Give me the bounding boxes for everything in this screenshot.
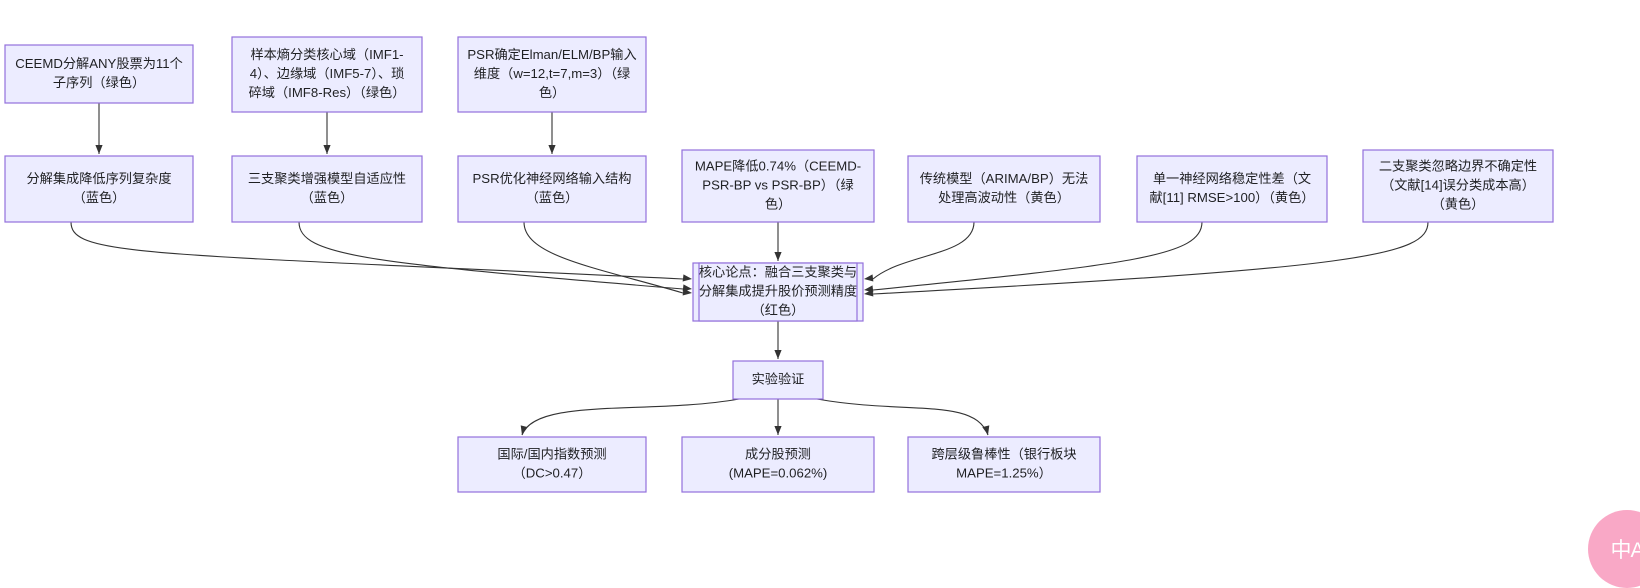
flow-node-n13[interactable]: 国际/国内指数预测 （DC>0.47） — [457, 436, 647, 493]
flow-node-n12[interactable]: 实验验证 — [732, 360, 824, 400]
watermark-label: 中A — [1610, 539, 1640, 562]
node-label: 传统模型（ARIMA/BP）无法 — [920, 171, 1089, 186]
edge-arrowhead — [774, 350, 782, 359]
edge-arrowhead — [682, 274, 692, 282]
node-label: PSR确定Elman/ELM/BP输入 — [467, 47, 636, 62]
node-label: （黄色） — [1432, 195, 1485, 211]
node-label: 分解集成提升股价预测精度 — [699, 283, 857, 298]
node-label: 跨层级鲁棒性（银行板块 — [931, 446, 1076, 461]
node-label: PSR-BP vs PSR-BP）（绿 — [702, 177, 853, 192]
flow-node-n5[interactable]: 三支聚类增强模型自适应性 （蓝色） — [231, 155, 423, 223]
node-label: 维度（w=12,t=7,m=3）（绿 — [474, 66, 630, 81]
node-label: 子序列（绿色） — [53, 74, 145, 90]
flow-node-n15[interactable]: 跨层级鲁棒性（银行板块 MAPE=1.25%） — [907, 436, 1101, 493]
node-label: MAPE=1.25%） — [956, 465, 1052, 480]
node-label: 4）、边缘域（IMF5-7）、琐 — [250, 65, 405, 81]
edge-arrowhead — [95, 145, 103, 154]
flow-edge-n5-n11 — [298, 221, 684, 290]
node-inner-border — [698, 262, 858, 322]
node-label: 色） — [765, 195, 791, 211]
edge-arrowhead — [682, 288, 692, 296]
flow-edge-n6-n11 — [523, 221, 684, 294]
node-label: PSR优化神经网络输入结构 — [473, 171, 632, 186]
flow-node-n6[interactable]: PSR优化神经网络输入结构 （蓝色） — [457, 155, 647, 223]
node-label: 实验验证 — [752, 371, 805, 386]
edge-arrowhead — [548, 145, 556, 154]
node-label: (MAPE=0.062%) — [729, 465, 828, 480]
node-label: 成分股预测 — [745, 446, 811, 461]
node-label: 三支聚类增强模型自适应性 — [248, 171, 406, 186]
node-label: （红色） — [752, 301, 805, 317]
node-label: 色） — [539, 84, 565, 100]
node-label: 二支聚类忽略边界不确定性 — [1379, 158, 1537, 173]
edge-arrowhead — [774, 252, 782, 261]
flow-edge-n12-n13 — [521, 398, 740, 436]
node-label: （蓝色） — [73, 189, 126, 205]
edge-arrowhead — [982, 425, 990, 435]
node-label: 碎域（IMF8-Res）（绿色） — [249, 84, 406, 100]
node-label: MAPE降低0.74%（CEEMD- — [695, 158, 861, 173]
flow-edge-n12-n15 — [816, 398, 989, 436]
edge-arrowhead — [864, 274, 874, 282]
flow-edge-n9-n11 — [872, 221, 1203, 291]
edges-layer — [70, 103, 1429, 436]
flow-node-n10[interactable]: 二支聚类忽略边界不确定性 （文献[14]误分类成本高） （黄色） — [1362, 149, 1554, 223]
node-label: 处理高波动性（黄色） — [938, 189, 1070, 205]
flow-edge-n8-n11 — [872, 221, 975, 280]
flow-node-n14[interactable]: 成分股预测 (MAPE=0.062%) — [681, 436, 875, 493]
flowchart-diagram: CEEMD分解ANY股票为11个子序列（绿色） 样本熵分类核心域（IMF1- 4）、… — [4, 36, 1640, 588]
flow-edge-n10-n11 — [872, 221, 1429, 295]
edge-arrowhead — [520, 425, 528, 435]
node-label: （蓝色） — [526, 189, 579, 205]
node-label: （DC>0.47） — [513, 465, 592, 480]
flow-node-n4[interactable]: 分解集成降低序列复杂度 （蓝色） — [4, 155, 194, 223]
flow-node-n2[interactable]: 样本熵分类核心域（IMF1- 4）、边缘域（IMF5-7）、琐碎域（IMF8-Re… — [231, 36, 423, 113]
node-label: （蓝色） — [301, 189, 354, 205]
node-label: 国际/国内指数预测 — [497, 446, 606, 461]
flow-node-n9[interactable]: 单一神经网络稳定性差（文献[11] RMSE>100）（黄色） — [1136, 155, 1328, 223]
edge-arrowhead — [864, 289, 874, 297]
node-label: （文献[14]误分类成本高） — [1381, 176, 1535, 192]
edge-arrowhead — [323, 145, 331, 154]
node-label: CEEMD分解ANY股票为11个 — [15, 56, 183, 71]
node-label: 样本熵分类核心域（IMF1- — [250, 47, 403, 62]
node-label: 献[11] RMSE>100）（黄色） — [1149, 189, 1314, 205]
edge-arrowhead — [774, 426, 782, 435]
flow-node-n7[interactable]: MAPE降低0.74%（CEEMD- PSR-BP vs PSR-BP）（绿色） — [681, 149, 875, 223]
flow-edge-n4-n11 — [70, 221, 684, 280]
node-label: 分解集成降低序列复杂度 — [26, 171, 171, 186]
node-label: 核心论点：融合三支聚类与 — [699, 264, 857, 279]
node-label: 单一神经网络稳定性差（文 — [1153, 171, 1311, 186]
